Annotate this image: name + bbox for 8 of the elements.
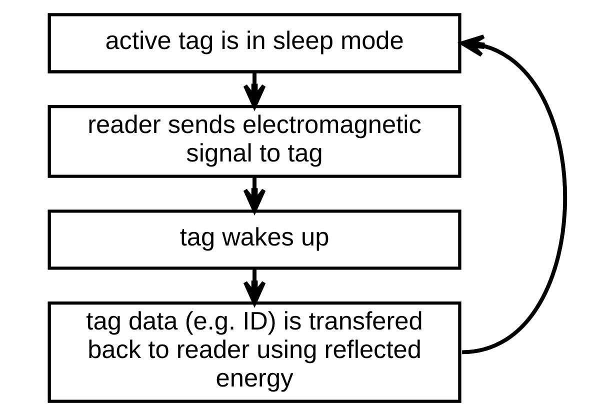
node-box: active tag is in sleep mode [48,13,462,74]
node-box: tag data (e.g. ID) is transfered back to reader using reflected energy [48,301,462,403]
arrow [243,268,266,305]
arrow [460,34,567,354]
arrow [243,176,266,213]
node-box: reader sends electromagnetic signal to tag [48,105,462,178]
node-box: tag wakes up [48,210,462,270]
arrow [243,72,266,108]
